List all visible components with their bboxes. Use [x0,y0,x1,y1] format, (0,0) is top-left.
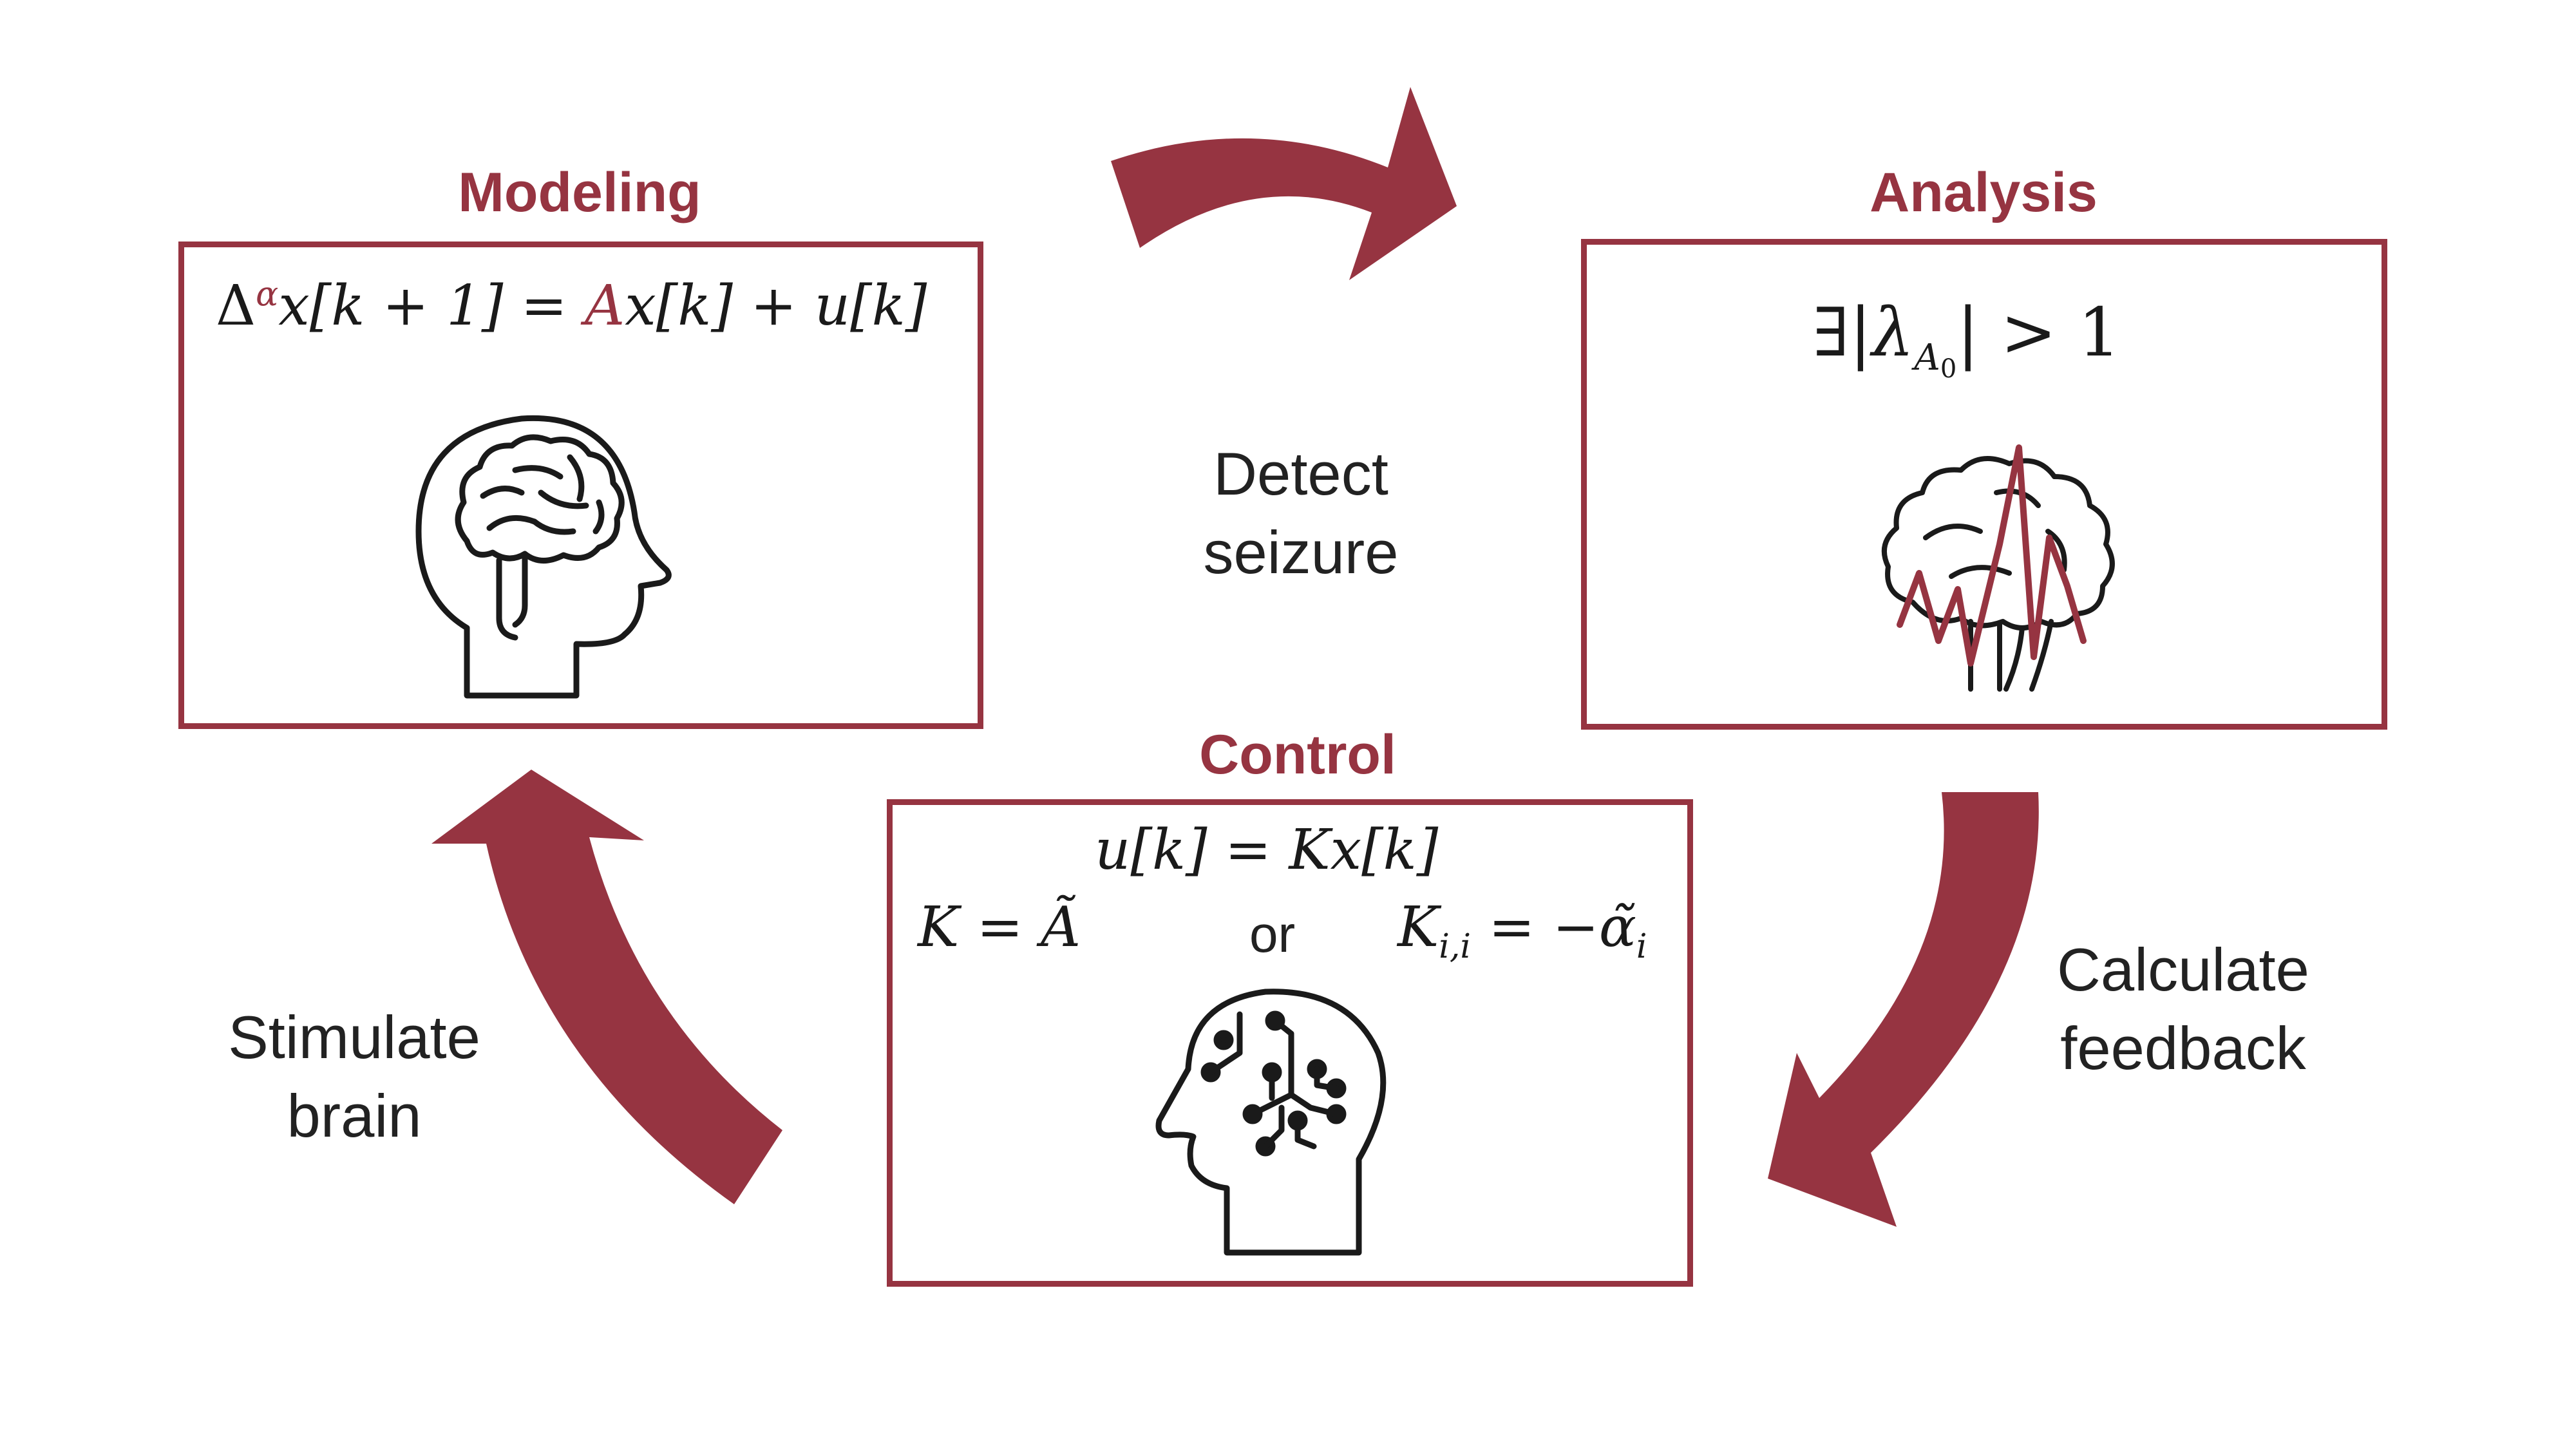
detect-seizure-label: Detect seizure [1172,435,1430,592]
control-equation-left: K = Ã [918,895,1081,960]
exists-symbol: ∃| [1813,293,1872,372]
analysis-title: Analysis [1870,162,2098,223]
stimulate-brain-label: Stimulate brain [200,998,509,1155]
lambda-subsub: 0 [1940,354,1957,384]
detect-line2: seizure [1203,518,1399,586]
control-title: Control [1199,724,1396,786]
gain-sub: i,i [1439,927,1472,967]
delta-symbol: Δ [216,274,256,338]
lambda-sub: A [1914,336,1940,379]
lambda-symbol: λ [1871,293,1915,372]
feedback-line2: feedback [2060,1014,2306,1082]
modeling-title: Modeling [458,162,701,223]
gain-mid: = − [1471,895,1599,960]
gain-k: K [1397,895,1439,960]
brain-head-icon [415,415,672,699]
brain-seizure-icon [1881,444,2115,692]
calculate-feedback-label: Calculate feedback [2029,931,2338,1088]
ai-circuit-head-icon [1155,989,1387,1256]
analysis-equation: ∃|λA0| > 1 [1813,293,2121,384]
stimulate-line2: brain [287,1082,422,1150]
control-equation-right: Ki,i = −α̃i [1397,895,1647,966]
alpha-tilde: α̃ [1598,895,1636,960]
stimulate-line1: Stimulate [228,1003,480,1071]
stimulate-arrow [431,770,782,1204]
alpha-sub: i [1636,927,1647,967]
feedback-arrow [1768,792,2039,1227]
feedback-line1: Calculate [2057,936,2309,1003]
control-equation-top: u[k] = Kx[k] [1095,818,1439,882]
or-label: or [1249,905,1296,963]
equation-lhs: x[k + 1] = [278,274,585,338]
matrix-a: A [585,274,625,338]
detect-line1: Detect [1213,440,1388,507]
alpha-superscript: α [256,275,279,314]
modeling-equation: Δαx[k + 1] = Ax[k] + u[k] [216,274,927,338]
eigen-inequality: | > 1 [1956,293,2121,372]
analysis-box [1581,239,2387,730]
detect-arrow [1111,87,1457,280]
equation-rhs: x[k] + u[k] [625,274,927,338]
